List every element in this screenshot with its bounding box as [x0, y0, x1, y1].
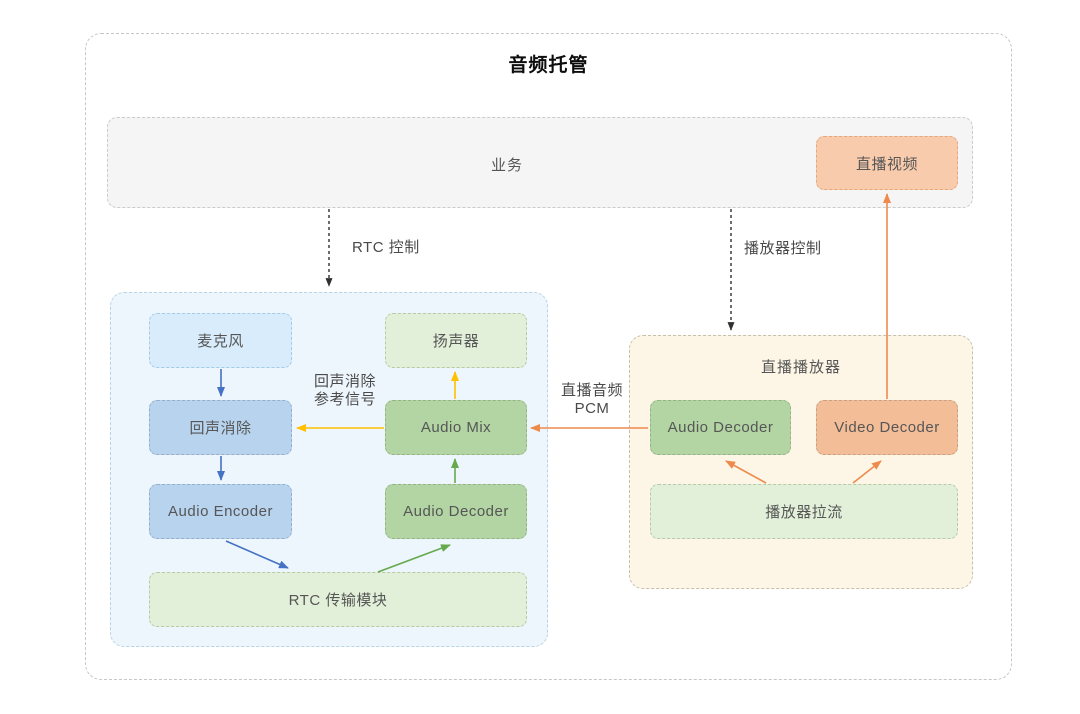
node-video-decoder: Video Decoder: [816, 400, 958, 455]
node-audio-decoder-rtc: Audio Decoder: [385, 484, 527, 539]
aec-reference-label: 回声消除 参考信号: [303, 373, 387, 409]
live-player-panel-title: 直播播放器: [760, 359, 841, 376]
node-audio-encoder-label: Audio Encoder: [168, 503, 273, 520]
node-audio-decoder-player-label: Audio Decoder: [667, 419, 774, 436]
player-control-label: 播放器控制: [744, 240, 822, 257]
node-microphone: 麦克风: [149, 313, 292, 368]
rtc-control-label: RTC 控制: [352, 239, 420, 256]
node-audio-decoder-rtc-label: Audio Decoder: [403, 503, 509, 520]
node-live-video-label: 直播视频: [855, 155, 918, 173]
node-echo-cancellation: 回声消除: [149, 400, 292, 455]
node-video-decoder-label: Video Decoder: [834, 419, 940, 436]
outer-frame: [85, 33, 1012, 680]
node-rtc-transport-label: RTC 传输模块: [288, 592, 388, 609]
aec-reference-label-line2: 参考信号: [313, 391, 376, 408]
node-echo-cancellation-label: 回声消除: [189, 420, 252, 437]
business-layer-label: 业务: [490, 157, 523, 174]
live-player-panel: [629, 335, 973, 589]
node-player-pull-stream: 播放器拉流: [650, 484, 958, 539]
node-audio-decoder-player: Audio Decoder: [650, 400, 791, 455]
diagram-title: 音频托管: [508, 55, 589, 76]
node-speaker-label: 扬声器: [432, 333, 480, 350]
node-live-video: 直播视频: [816, 136, 958, 190]
node-microphone-label: 麦克风: [197, 333, 244, 350]
live-audio-pcm-label-line1: 直播音频: [560, 382, 623, 399]
aec-reference-label-line1: 回声消除: [313, 373, 376, 390]
node-audio-encoder: Audio Encoder: [149, 484, 292, 539]
live-audio-pcm-label-line2: PCM: [574, 400, 610, 417]
node-speaker: 扬声器: [385, 313, 527, 368]
node-audio-mix-label: Audio Mix: [420, 419, 492, 436]
node-player-pull-stream-label: 播放器拉流: [765, 504, 843, 521]
node-rtc-transport: RTC 传输模块: [149, 572, 527, 627]
node-audio-mix: Audio Mix: [385, 400, 527, 455]
live-audio-pcm-label: 直播音频 PCM: [549, 382, 635, 418]
